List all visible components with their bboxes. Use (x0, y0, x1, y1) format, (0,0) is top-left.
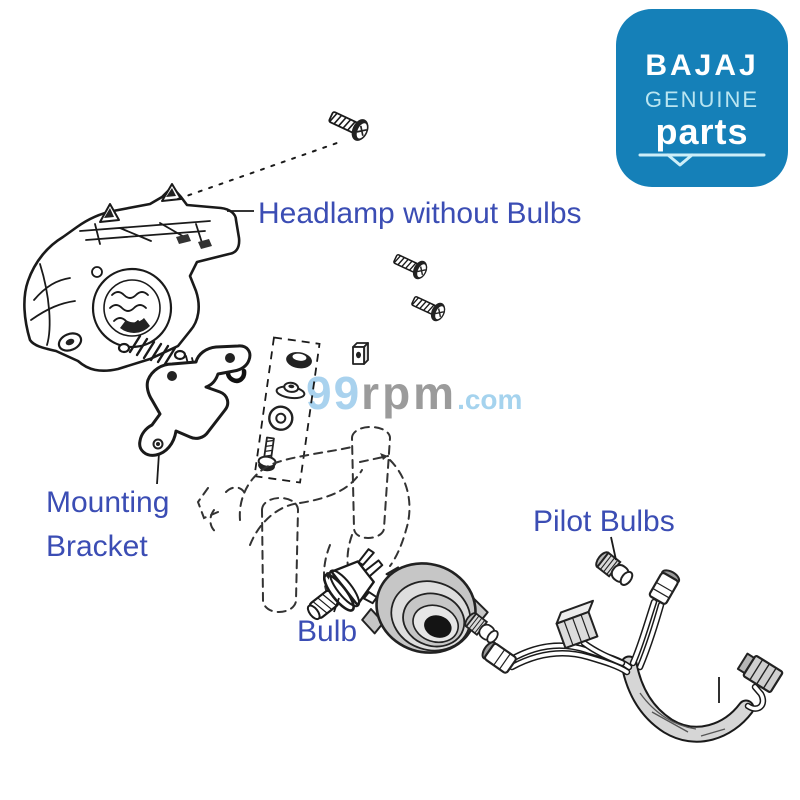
logo-parts-text: parts (655, 111, 749, 152)
logo-genuine-text: GENUINE (644, 87, 760, 112)
adjuster-screw-lower-icon (408, 290, 449, 325)
bulb-leader-line (333, 597, 340, 613)
watermark-prefix: 99 (306, 367, 362, 419)
fork-reference-phantom (196, 425, 411, 614)
watermark-suffix: .com (457, 384, 523, 415)
bulb-socket-top-icon (647, 566, 683, 606)
label-headlamp: Headlamp without Bulbs (258, 197, 582, 230)
label-bulb: Bulb (297, 615, 358, 648)
label-pilot-bulbs: Pilot Bulbs (533, 505, 675, 538)
watermark: 99rpm.com (306, 366, 522, 420)
wiring-harness-drawing (478, 566, 784, 743)
harness-connector-center-icon (555, 599, 599, 650)
headlamp-assembly-drawing (23, 183, 247, 384)
headlamp-bulb-icon (306, 548, 384, 621)
square-nut-clip-icon (352, 342, 369, 365)
mounting-bracket-leader-line (156, 452, 160, 485)
watermark-middle: rpm (361, 367, 458, 419)
logo-brand-text: BAJAJ (645, 49, 759, 82)
logo-underline-arrow-icon (638, 153, 766, 167)
bajaj-genuine-parts-logo: BAJAJ GENUINE parts (616, 9, 788, 187)
adjuster-kit-dashed-box (253, 336, 321, 484)
mounting-bracket-drawing (138, 344, 252, 457)
adjuster-screw-upper-icon (390, 248, 431, 283)
harness-connector-right-icon (736, 652, 784, 693)
screw-dotted-leader-line (177, 142, 338, 200)
mounting-screw-top-icon (325, 105, 373, 145)
rubber-boot-icon (361, 562, 489, 654)
pilot-bulbs-leader-line (610, 536, 617, 561)
label-mounting-bracket: Mounting Bracket (46, 486, 170, 563)
